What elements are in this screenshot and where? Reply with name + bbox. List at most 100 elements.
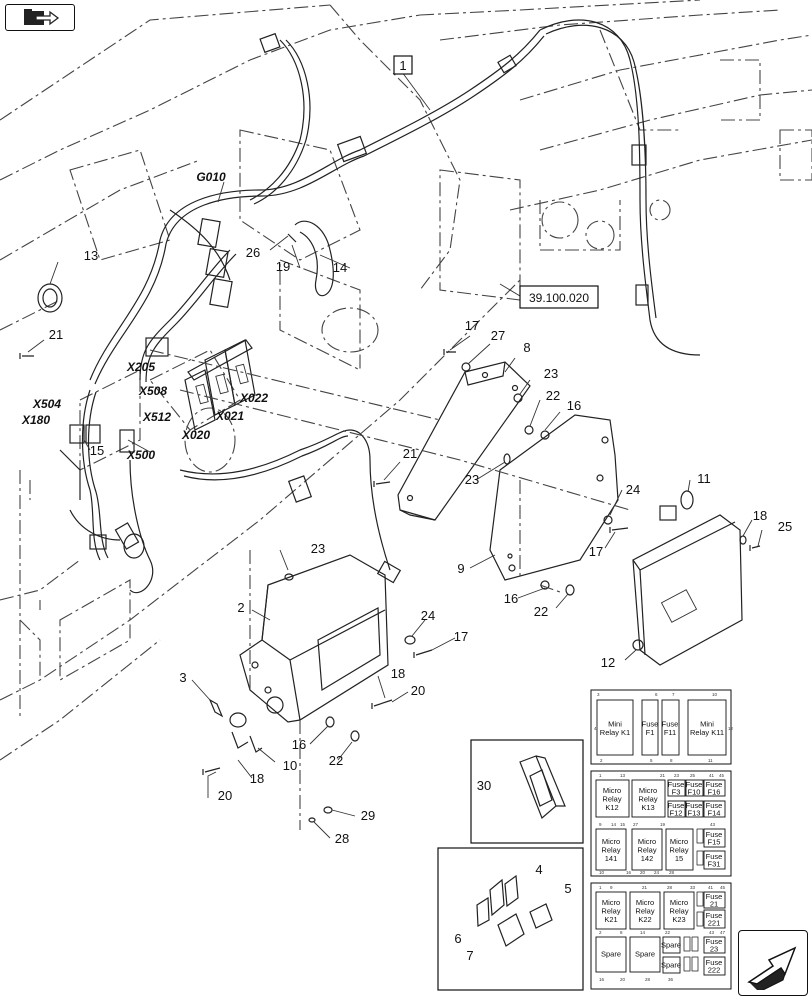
callout-c18c: 18 [250,771,264,786]
callout-c24b: 24 [421,608,435,623]
connector-label-g010: G010 [196,170,226,184]
callout-c4: 4 [535,862,542,877]
callout-c23c: 23 [311,541,325,556]
fuse-panel-pin-number: 24 [654,870,660,875]
fuse-panel-pin-number: 21 [642,885,648,890]
fuse-panel-pin-number: 28 [645,977,651,982]
fuse-panel-pin-number: 20 [640,870,646,875]
callout-c22c: 22 [329,753,343,768]
fuse-panel-pin-number: 23 [674,773,680,778]
part-11-ecu [632,490,743,666]
fuse-panel-spare-0: Spare [601,950,621,959]
callout-c25: 25 [778,519,792,534]
top-nav-button[interactable] [5,4,75,31]
callout-c20b: 20 [218,788,232,803]
connector-label-x512: X512 [142,410,171,424]
fuse-panel-pin-number: 15 [620,822,626,827]
harness-connectors [69,32,649,584]
fuse-panel-pin-number: 19 [660,822,666,827]
fuse-panel-spare-3: Spare [661,961,681,970]
connector-label-x508: X508 [138,384,167,398]
fuse-panel-spare-1: Spare [635,950,655,959]
connector-label-x021: X021 [215,409,244,423]
callout-c23a: 23 [544,366,558,381]
callout-c23b: 23 [465,472,479,487]
fuse-panel-layout [590,689,732,990]
callout-box-1 [393,55,413,75]
relay-module-cluster [184,339,256,431]
connector-label-x500: X500 [126,448,155,462]
callout-c17a: 17 [465,318,479,333]
part-9-mounting-plate [489,414,619,581]
callout-c1: 1 [399,58,406,73]
fuse-panel-pin-number: 16 [626,870,632,875]
callout-c3: 3 [179,670,186,685]
fuse-panel-pin-number: 2 [599,930,602,935]
fuse-panel-pin-number: 28 [669,870,675,875]
fuse-panel-pin-number: 10 [712,692,718,697]
fuse-panel-pin-number: 25 [690,773,696,778]
callout-c6: 6 [454,931,461,946]
callout-c12: 12 [601,655,615,670]
callout-c7: 7 [466,948,473,963]
fuse-panel-pin-number: 8 [670,758,673,763]
fuse-panel-spare-2: Spare [661,941,681,950]
fuse-panel-pin-number: 9 [599,822,602,827]
fuse-panel-pin-number: 11 [708,758,713,763]
callout-c9: 9 [457,561,464,576]
part-8-bracket [397,361,531,521]
callout-c16a: 16 [567,398,581,413]
connector-label-x180: X180 [21,413,50,427]
callout-c10: 10 [283,758,297,773]
fuse-panel-pin-number: 41 [708,885,714,890]
callout-c21a: 21 [49,327,63,342]
fuse-panel-pin-number: 13 [620,773,626,778]
fuse-panel-pin-number: 10 [599,870,605,875]
folder-arrow-icon [24,8,60,25]
connector-label-x504: X504 [32,397,61,411]
fuse-panel-pin-number: 43 [710,822,716,827]
fuse-panel-pin-number: 41 [709,773,715,778]
next-page-button[interactable] [738,930,808,996]
fuse-panel-pin-number: 16 [599,977,605,982]
fuse-panel-pin-number: 21 [660,773,666,778]
fuse-panel-pin-number: 9 [610,885,613,890]
callout-c16b: 16 [504,591,518,606]
fuse-panel-pin-number: 12 [728,726,734,731]
callout-c17b: 17 [589,544,603,559]
next-page-arrow-icon [747,946,797,990]
connector-label-x020: X020 [181,428,210,442]
fuse-panel-pin-number: 45 [720,885,726,890]
callout-c19: 19 [276,259,290,274]
callout-c8: 8 [523,340,530,355]
inset-contents [476,755,566,947]
callout-c17c: 17 [454,629,468,644]
callout-c27: 27 [491,328,505,343]
callout-c5: 5 [564,881,571,896]
callout-c29: 29 [361,808,375,823]
reference-label: 39.100.020 [529,291,589,305]
callout-c26: 26 [246,245,260,260]
fuse-panel-pin-number: 7 [672,692,675,697]
fuse-panel-pin-number: 28 [667,885,673,890]
callout-c11: 11 [697,471,711,486]
fuse-panel-pin-number: 1 [599,773,602,778]
fuse-panel-pin-number: 47 [720,930,726,935]
callout-c24a: 24 [626,482,640,497]
fuse-panel-pin-number: 5 [650,758,653,763]
fuse-panel-pin-number: 4 [594,726,597,731]
callout-c22a: 22 [546,388,560,403]
callout-c15: 15 [90,443,104,458]
